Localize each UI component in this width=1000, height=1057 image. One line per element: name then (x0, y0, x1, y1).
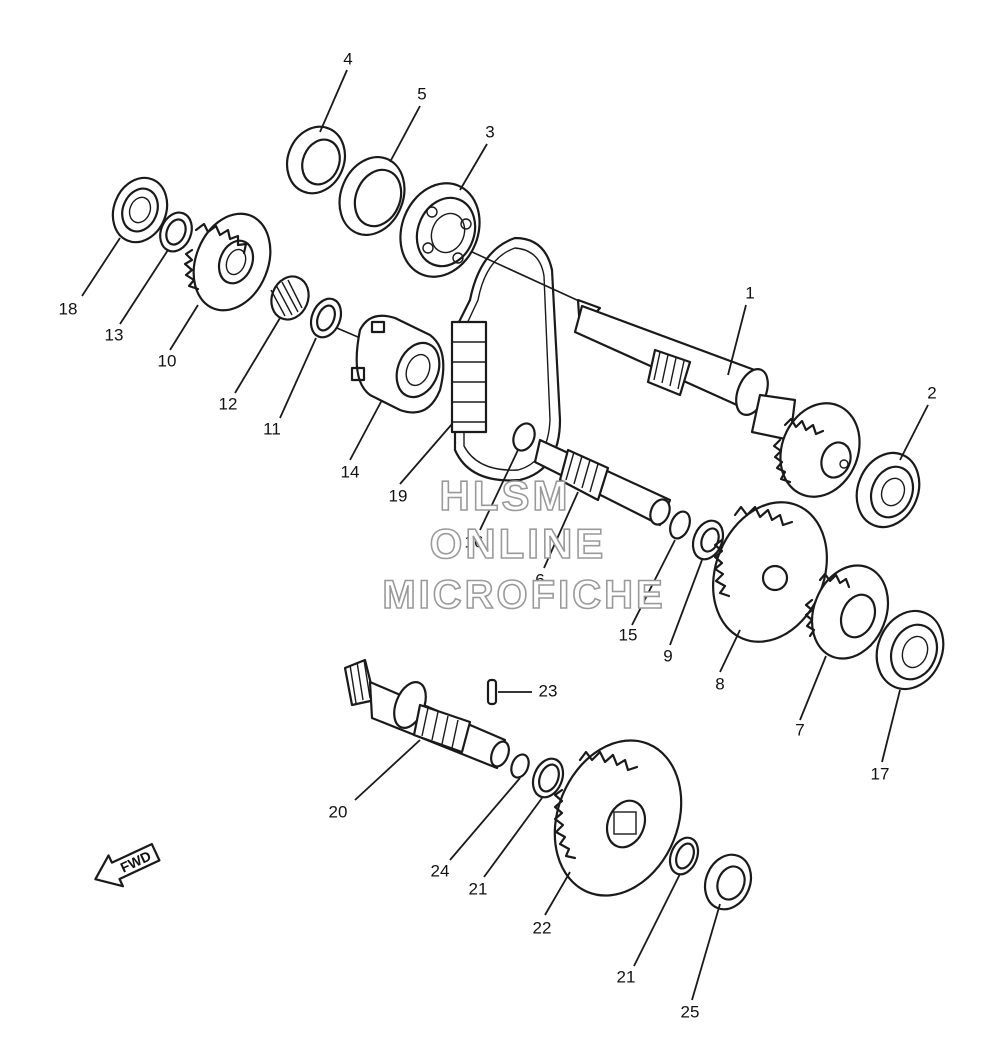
dog-clutch-14[interactable] (350, 314, 447, 414)
pin-23[interactable] (486, 678, 498, 706)
callout-23: 23 (539, 681, 558, 700)
callout-16: 16 (465, 532, 484, 551)
callout-11: 11 (263, 419, 281, 438)
gear-22[interactable] (532, 721, 703, 914)
callout-18: 18 (59, 299, 78, 318)
bearing-2[interactable] (846, 444, 930, 537)
drive-chain-19[interactable] (450, 236, 562, 482)
callout-13: 13 (105, 325, 124, 344)
main-shaft-1[interactable] (573, 298, 797, 442)
gear-cluster-1[interactable] (767, 391, 873, 508)
drive-axle-20[interactable] (343, 658, 512, 770)
watermark-line-3: MICROFICHE (382, 573, 665, 617)
circlip-24[interactable] (508, 752, 532, 780)
callout-14: 14 (341, 462, 360, 481)
bearing-5[interactable] (328, 147, 415, 244)
bearing-4[interactable] (277, 118, 354, 202)
callout-19: 19 (389, 486, 408, 505)
callout-6: 6 (535, 570, 544, 589)
washer-13[interactable] (155, 208, 198, 256)
washer-11[interactable] (306, 294, 347, 342)
washer-9[interactable] (688, 516, 729, 564)
callout-17: 17 (871, 764, 890, 783)
callout-labels: 4 5 3 1 2 18 13 10 12 11 14 19 16 6 15 9… (59, 49, 937, 1021)
leader-lines (81, 69, 929, 1001)
callout-24: 24 (431, 861, 450, 880)
o-ring-16[interactable] (509, 420, 538, 453)
gear-10[interactable] (180, 202, 284, 322)
o-ring-15[interactable] (666, 509, 693, 542)
callout-5: 5 (417, 84, 426, 103)
callout-3: 3 (485, 122, 494, 141)
bearing-18[interactable] (104, 170, 177, 251)
callout-21b: 21 (617, 967, 636, 986)
fwd-direction-marker: FWD (94, 842, 161, 888)
needle-bearing-25[interactable] (697, 848, 759, 916)
callout-15: 15 (619, 625, 638, 644)
callout-1: 1 (745, 283, 754, 302)
callout-22: 22 (533, 918, 552, 937)
callout-12: 12 (219, 394, 238, 413)
watermark-line-1: HLSM (440, 472, 571, 519)
callout-4: 4 (343, 49, 352, 68)
watermark-line-2: ONLINE (430, 520, 607, 567)
callout-21a: 21 (469, 879, 488, 898)
callout-2: 2 (927, 383, 936, 402)
gear-7[interactable] (799, 554, 902, 670)
callout-20: 20 (329, 802, 348, 821)
circlip-21-lower[interactable] (665, 834, 703, 879)
callout-7: 7 (795, 720, 804, 739)
callout-9: 9 (663, 646, 672, 665)
counter-shaft-6[interactable] (533, 438, 673, 527)
needle-bearing-12[interactable] (265, 271, 315, 325)
callout-10: 10 (158, 351, 177, 370)
callout-8: 8 (715, 674, 724, 693)
callout-25: 25 (681, 1002, 700, 1021)
bearing-17[interactable] (865, 601, 954, 699)
watermark: HLSM ONLINE MICROFICHE (382, 471, 665, 618)
circlip-21-upper[interactable] (528, 754, 569, 802)
bearing-3[interactable] (387, 171, 493, 288)
arrow-left-down-icon (94, 842, 161, 888)
